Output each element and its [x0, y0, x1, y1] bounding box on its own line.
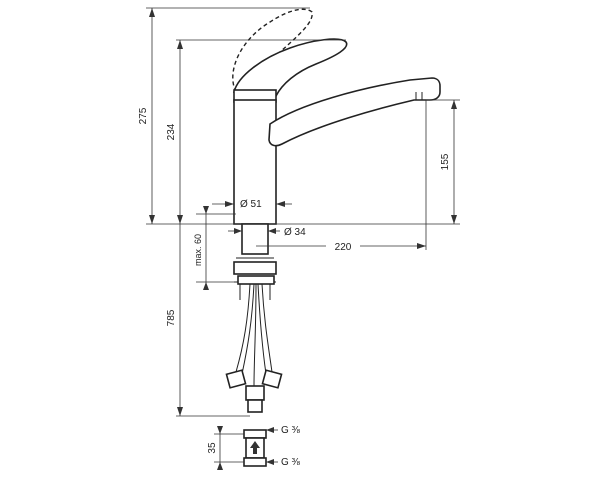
dim-thread-top: G ⅜	[281, 425, 301, 436]
dim-connector-length: 35	[207, 442, 218, 454]
connector-bottom-thread	[243, 457, 267, 467]
dim-total-height: 275	[138, 107, 149, 124]
dimension-lines	[146, 7, 460, 470]
mounting-shank	[241, 223, 269, 255]
dimension-labels: 275 234 155 Ø 51 Ø 34 220 max. 60 785 35…	[138, 107, 451, 468]
hose-fitting-right	[261, 369, 283, 389]
spout	[268, 77, 441, 147]
dim-spout-reach: 220	[335, 242, 352, 253]
hose-end	[247, 399, 263, 413]
hose-center	[253, 283, 257, 387]
hose-left-b	[241, 283, 255, 375]
check-valve-arrow-icon	[250, 441, 260, 454]
lever-handle	[232, 38, 348, 97]
dim-body-diameter: Ø 51	[240, 199, 262, 210]
mount-bracket	[237, 275, 275, 285]
dim-spout-top-height: 234	[166, 123, 177, 140]
connector-top-thread	[243, 429, 267, 439]
hose-right-b	[257, 283, 267, 375]
faucet-assembly	[225, 8, 441, 467]
hose-fitting-center	[245, 385, 265, 401]
dim-hose-length: 785	[166, 309, 177, 326]
faucet-body	[233, 99, 277, 225]
mounting-nut	[233, 261, 277, 275]
dim-max-thickness: max. 60	[193, 234, 203, 266]
dim-spout-outlet-height: 155	[440, 153, 451, 170]
dim-base-diameter: Ø 34	[284, 227, 306, 238]
hose-right	[261, 283, 273, 373]
hose-fitting-left	[225, 369, 247, 389]
hose-left	[235, 283, 251, 373]
dim-thread-bottom: G ⅜	[281, 457, 301, 468]
